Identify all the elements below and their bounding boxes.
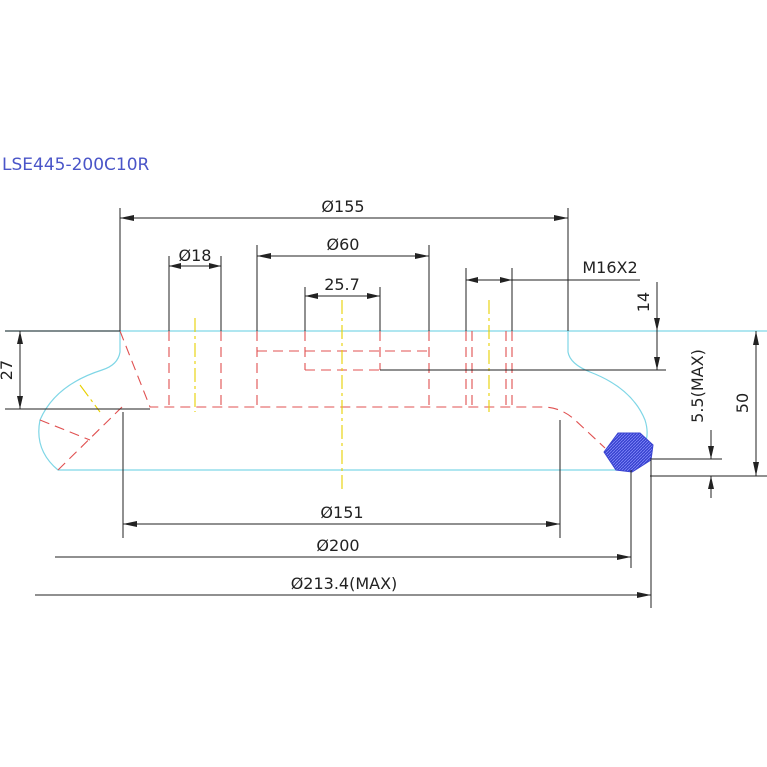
dim-height-5-5-max: 5.5(MAX)	[688, 349, 707, 423]
hidden-lines	[39, 330, 606, 471]
dim-height-50: 50	[733, 393, 752, 413]
dim-counterbore-25-7: 25.7	[324, 275, 360, 294]
dim-diameter-151: Ø151	[320, 503, 363, 522]
drawing-title: LSE445-200C10R	[2, 155, 150, 175]
dim-depth-14: 14	[634, 292, 653, 312]
dimension-lines	[5, 208, 767, 608]
dim-height-27: 27	[0, 360, 16, 380]
gauge-pad	[603, 432, 654, 473]
dim-diameter-155: Ø155	[321, 197, 364, 216]
dim-thread-m16x2: M16X2	[582, 258, 637, 277]
arrowheads	[17, 215, 759, 598]
dim-diameter-18: Ø18	[179, 246, 212, 265]
center-lines	[79, 300, 490, 492]
dim-diameter-60: Ø60	[327, 235, 360, 254]
dim-diameter-200: Ø200	[316, 536, 359, 555]
dim-diameter-213-4-max: Ø213.4(MAX)	[291, 574, 398, 593]
